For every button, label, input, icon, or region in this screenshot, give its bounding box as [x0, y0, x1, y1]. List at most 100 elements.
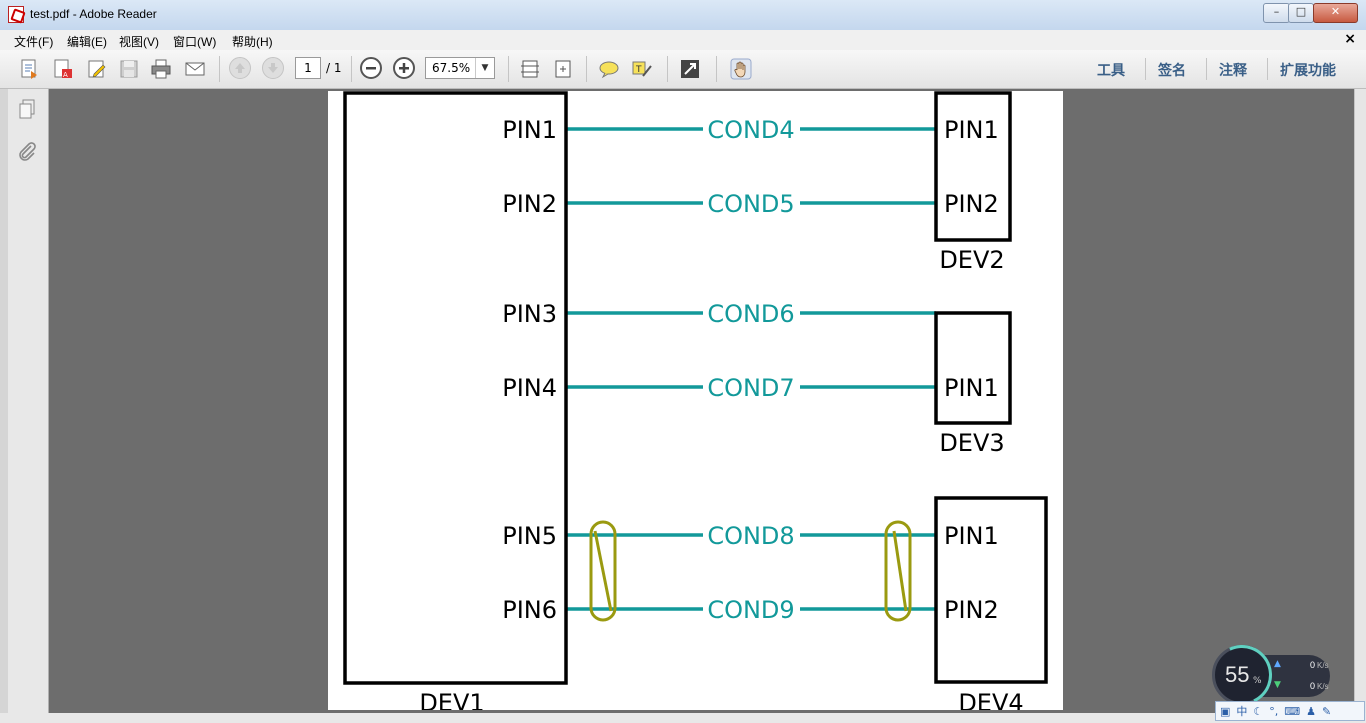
save-icon[interactable]	[118, 58, 140, 80]
cond7-label: COND7	[707, 374, 794, 402]
email-icon[interactable]	[184, 58, 206, 80]
svg-text:T: T	[635, 65, 642, 75]
sign-link[interactable]: 签名	[1158, 63, 1186, 79]
upload-speed: 0	[1310, 660, 1316, 670]
dev1-pin1-label: PIN1	[502, 116, 557, 144]
upload-unit: K/s	[1317, 661, 1329, 670]
dev1-pin3-label: PIN3	[502, 300, 557, 328]
dev4-pin1-label: PIN1	[944, 522, 999, 550]
cond6-label: COND6	[707, 300, 794, 328]
dev2-pin2-label: PIN2	[944, 190, 999, 218]
open-file-icon[interactable]	[19, 58, 41, 80]
zoom-value: 67.5%	[432, 61, 471, 75]
toolbar-separator	[667, 56, 668, 82]
navigation-panel	[0, 89, 49, 714]
document-close-icon[interactable]: ×	[1344, 31, 1356, 47]
keyboard-icon[interactable]: ⌨	[1284, 704, 1301, 718]
ime-logo-icon[interactable]: ▣	[1220, 704, 1231, 718]
toolbar-separator	[586, 56, 587, 82]
toolbar-separator	[1145, 58, 1146, 80]
ime-language[interactable]: 中	[1236, 705, 1248, 718]
highlight-text-icon[interactable]: T	[631, 58, 653, 80]
download-arrow-icon: ▼	[1274, 680, 1281, 690]
print-icon[interactable]	[150, 58, 172, 80]
pdf-page[interactable]: PIN1 PIN2 PIN3 PIN4 PIN5 PIN6 COND4 COND…	[328, 91, 1063, 710]
dev4-pin2-label: PIN2	[944, 596, 999, 624]
toolbar-separator	[1206, 58, 1207, 80]
cpu-usage-percent: %	[1253, 676, 1262, 686]
twist-line-right	[892, 530, 908, 612]
system-monitor-widget[interactable]: 55 % ▲ 0 K/s ▼ 0 K/s	[1203, 636, 1332, 714]
dev2-label: DEV2	[939, 246, 1004, 274]
fit-width-icon[interactable]	[519, 58, 541, 80]
maximize-button[interactable]: □	[1288, 3, 1314, 23]
half-width-moon-icon[interactable]: ☾	[1253, 704, 1264, 718]
next-page-icon[interactable]	[262, 57, 284, 79]
dev1-pin5-label: PIN5	[502, 522, 557, 550]
chevron-down-icon[interactable]: ▼	[475, 58, 494, 78]
twist-line-left	[593, 530, 613, 612]
zoom-in-icon[interactable]	[393, 57, 415, 79]
download-unit: K/s	[1317, 682, 1329, 691]
menu-view[interactable]: 视图(V)	[119, 35, 159, 49]
twisted-pair-left	[589, 520, 617, 622]
dev4-label: DEV4	[958, 689, 1023, 710]
twisted-pair-right	[884, 520, 912, 622]
dev2-box	[934, 91, 1012, 242]
punctuation-icon[interactable]: °,	[1269, 704, 1279, 718]
cpu-usage-value: 55	[1225, 662, 1250, 687]
dev1-pin2-label: PIN2	[502, 190, 557, 218]
menu-help[interactable]: 帮助(H)	[232, 35, 273, 49]
menu-file[interactable]: 文件(F)	[14, 35, 54, 49]
tools-link[interactable]: 工具	[1097, 63, 1125, 79]
page-number-input[interactable]: 1	[295, 57, 321, 79]
cond8-label: COND8	[707, 522, 794, 550]
window-title: test.pdf - Adobe Reader	[30, 7, 157, 21]
cond5-label: COND5	[707, 190, 794, 218]
settings-wrench-icon[interactable]: ✎	[1322, 704, 1332, 718]
panel-gripper[interactable]	[0, 89, 8, 714]
toolbar-separator	[351, 56, 352, 82]
edit-pdf-icon[interactable]	[86, 58, 108, 80]
status-strip	[0, 713, 1366, 723]
zoom-select[interactable]: 67.5% ▼	[425, 57, 495, 79]
toolbar: A 1 / 1 67.5% ▼ T	[0, 50, 1366, 89]
dev1-label: DEV1	[419, 689, 484, 710]
previous-page-icon[interactable]	[229, 57, 251, 79]
toolbar-separator	[1267, 58, 1268, 80]
create-pdf-icon[interactable]: A	[52, 58, 74, 80]
comment-icon[interactable]	[598, 58, 620, 80]
vertical-scrollbar[interactable]	[1354, 89, 1366, 714]
pages-icon[interactable]	[15, 97, 39, 121]
ime-toolbar[interactable]: ▣ 中 ☾ °, ⌨ ♟ ✎	[1215, 701, 1365, 721]
dev1-pin6-label: PIN6	[502, 596, 557, 624]
close-button[interactable]: ✕	[1313, 3, 1358, 23]
minimize-button[interactable]: –	[1263, 3, 1290, 23]
toolbar-separator	[219, 56, 220, 82]
extended-link[interactable]: 扩展功能	[1280, 63, 1336, 79]
upload-arrow-icon: ▲	[1274, 659, 1281, 669]
svg-text:A: A	[63, 71, 68, 79]
hand-tool-icon[interactable]	[730, 58, 752, 80]
comment-link[interactable]: 注释	[1219, 63, 1247, 79]
attachment-icon[interactable]	[15, 139, 39, 163]
cond4-label: COND4	[707, 116, 794, 144]
wiring-diagram: PIN1 PIN2 PIN3 PIN4 PIN5 PIN6 COND4 COND…	[343, 91, 1048, 710]
toolbar-separator	[508, 56, 509, 82]
toolbar-separator	[716, 56, 717, 82]
dev4-box	[934, 496, 1048, 684]
dev3-box	[934, 311, 1012, 425]
cond9-label: COND9	[707, 596, 794, 624]
full-screen-icon[interactable]	[679, 58, 701, 80]
zoom-out-icon[interactable]	[360, 57, 382, 79]
dev3-label: DEV3	[939, 429, 1004, 457]
menu-bar: 文件(F) 编辑(E) 视图(V) 窗口(W) 帮助(H) ×	[0, 30, 1366, 50]
adobe-reader-icon	[8, 6, 24, 23]
menu-window[interactable]: 窗口(W)	[173, 35, 217, 49]
user-icon[interactable]: ♟	[1306, 704, 1317, 718]
dev2-pin1-label: PIN1	[944, 116, 999, 144]
dev1-box	[343, 91, 568, 685]
dev1-pin4-label: PIN4	[502, 374, 557, 402]
fit-page-icon[interactable]	[552, 58, 574, 80]
menu-edit[interactable]: 编辑(E)	[67, 35, 107, 49]
